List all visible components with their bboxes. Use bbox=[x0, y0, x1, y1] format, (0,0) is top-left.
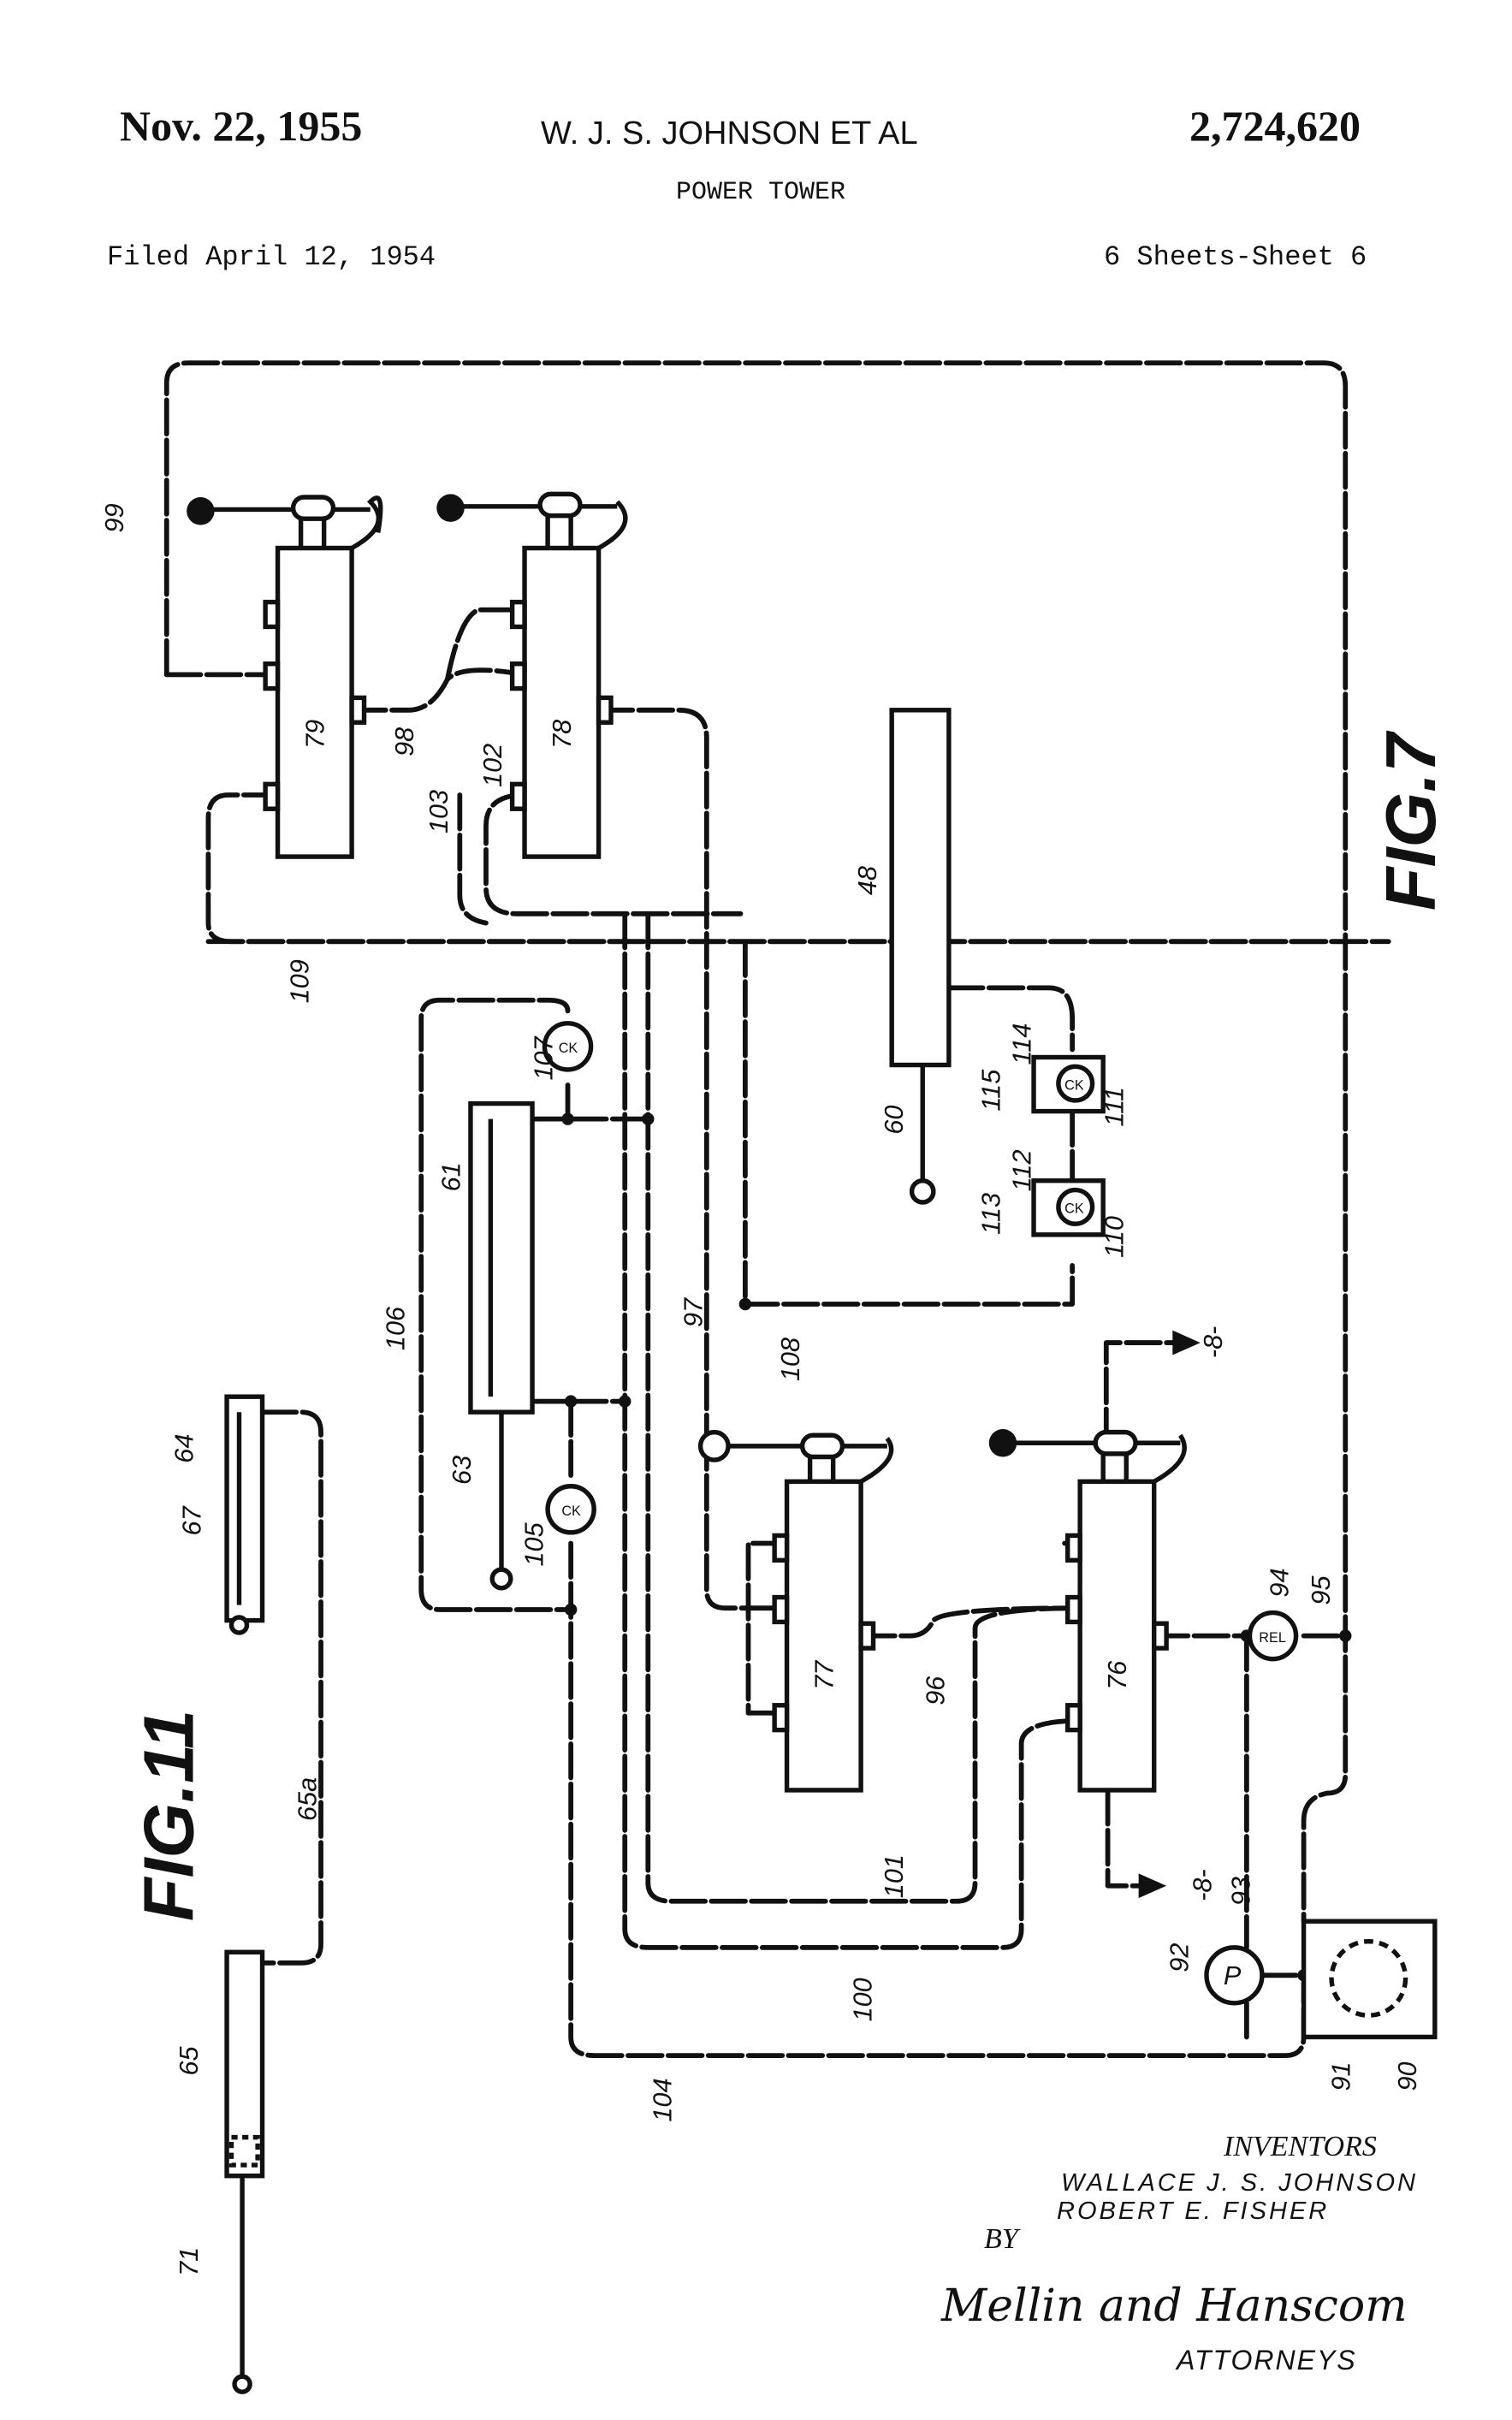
svg-text:CK: CK bbox=[559, 1041, 578, 1056]
ref-48: 48 bbox=[853, 866, 882, 895]
sheet-count: 6 Sheets-Sheet 6 bbox=[1104, 241, 1367, 273]
ref-114: 114 bbox=[1007, 1023, 1036, 1065]
ref-64: 64 bbox=[169, 1434, 199, 1463]
cylinder-64 bbox=[224, 1394, 265, 1635]
relief-valve-94: REL bbox=[1247, 1610, 1299, 1662]
svg-text:CK: CK bbox=[1064, 1201, 1084, 1217]
ref-97: 97 bbox=[679, 1297, 708, 1327]
ref-90: 90 bbox=[1393, 2061, 1422, 2091]
check-valve-107: CK bbox=[542, 1021, 594, 1072]
junction-dots bbox=[561, 1112, 1352, 1982]
fig11-label: FIG.11 bbox=[128, 1710, 208, 1921]
cylinder-48 bbox=[889, 708, 952, 1205]
section-arrow-top bbox=[1172, 1330, 1201, 1355]
cylinder-61 bbox=[468, 1100, 535, 1591]
ref-103: 103 bbox=[424, 790, 454, 833]
ref-77: 77 bbox=[810, 1660, 839, 1690]
attorneys-label: ATTORNEYS bbox=[1177, 2345, 1357, 2376]
ref-96: 96 bbox=[921, 1676, 950, 1705]
valve-78 bbox=[436, 491, 628, 859]
ref-76: 76 bbox=[1103, 1660, 1132, 1690]
ref-105: 105 bbox=[520, 1521, 549, 1566]
ref-112: 112 bbox=[1007, 1150, 1036, 1192]
ref-65: 65 bbox=[175, 2045, 204, 2075]
cylinder-65 bbox=[224, 1949, 265, 2394]
check-valve-111: CK bbox=[1031, 1054, 1106, 1114]
ref-104: 104 bbox=[648, 2078, 677, 2121]
ref-98: 98 bbox=[390, 727, 419, 756]
inventor-header: W. J. S. JOHNSON ET AL bbox=[541, 116, 918, 151]
ref-93: 93 bbox=[1226, 1877, 1255, 1906]
check-valve-105: CK bbox=[545, 1484, 596, 1535]
pump-92: P bbox=[1204, 1945, 1265, 2006]
ref-63: 63 bbox=[448, 1456, 477, 1485]
ref-111: 111 bbox=[1100, 1087, 1130, 1127]
patent-date: Nov. 22, 1955 bbox=[120, 102, 363, 150]
ref-8-bottom: -8- bbox=[1188, 1869, 1217, 1901]
ref-61: 61 bbox=[436, 1162, 465, 1191]
ref-110: 110 bbox=[1100, 1216, 1130, 1258]
ref-99: 99 bbox=[100, 503, 129, 532]
reference-numerals: 99 79 78 98 102 103 109 107 61 106 63 10… bbox=[100, 503, 1422, 2276]
filed-date: Filed April 12, 1954 bbox=[107, 241, 436, 273]
ref-78: 78 bbox=[548, 720, 577, 749]
by-label: BY bbox=[984, 2223, 1018, 2255]
ref-60: 60 bbox=[880, 1106, 909, 1135]
svg-text:CK: CK bbox=[561, 1504, 581, 1519]
check-valve-110: CK bbox=[1031, 1178, 1106, 1237]
ref-107: 107 bbox=[529, 1035, 558, 1080]
ref-92: 92 bbox=[1165, 1943, 1194, 1972]
ref-115: 115 bbox=[976, 1069, 1005, 1112]
valve-77 bbox=[697, 1429, 894, 1793]
tank-90 bbox=[1301, 1919, 1438, 2040]
valve-76 bbox=[988, 1429, 1187, 1793]
inventors-heading: INVENTORS bbox=[1224, 2131, 1377, 2162]
ref-8-top: -8- bbox=[1199, 1326, 1228, 1358]
ref-109: 109 bbox=[286, 959, 315, 1003]
patent-number: 2,724,620 bbox=[1189, 102, 1361, 150]
ref-101: 101 bbox=[880, 1854, 909, 1898]
valve-79 bbox=[187, 495, 383, 859]
ref-65a: 65a bbox=[294, 1777, 323, 1821]
svg-text:P: P bbox=[1224, 1961, 1242, 1990]
svg-text:CK: CK bbox=[1064, 1077, 1084, 1093]
section-arrow-bottom bbox=[1138, 1873, 1167, 1899]
attorneys-signature: Mellin and Hanscom bbox=[941, 2281, 1408, 2332]
ref-102: 102 bbox=[478, 744, 507, 787]
ref-95: 95 bbox=[1307, 1575, 1336, 1605]
inventor-name-1: WALLACE J. S. JOHNSON bbox=[1061, 2169, 1418, 2197]
svg-text:REL: REL bbox=[1259, 1630, 1286, 1646]
ref-94: 94 bbox=[1266, 1568, 1295, 1597]
fig7-label: FIG.7 bbox=[1371, 730, 1450, 910]
inventor-name-2: ROBERT E. FISHER bbox=[1057, 2198, 1330, 2225]
ref-100: 100 bbox=[849, 1978, 878, 2021]
hydraulic-lines bbox=[163, 360, 1391, 2058]
ref-71: 71 bbox=[175, 2247, 204, 2276]
patent-title: POWER TOWER bbox=[676, 178, 846, 207]
ref-67: 67 bbox=[177, 1505, 206, 1535]
ref-106: 106 bbox=[381, 1306, 410, 1350]
ref-113: 113 bbox=[976, 1193, 1005, 1235]
ref-79: 79 bbox=[301, 720, 330, 749]
ref-108: 108 bbox=[776, 1338, 805, 1381]
ref-91: 91 bbox=[1327, 2061, 1356, 2091]
